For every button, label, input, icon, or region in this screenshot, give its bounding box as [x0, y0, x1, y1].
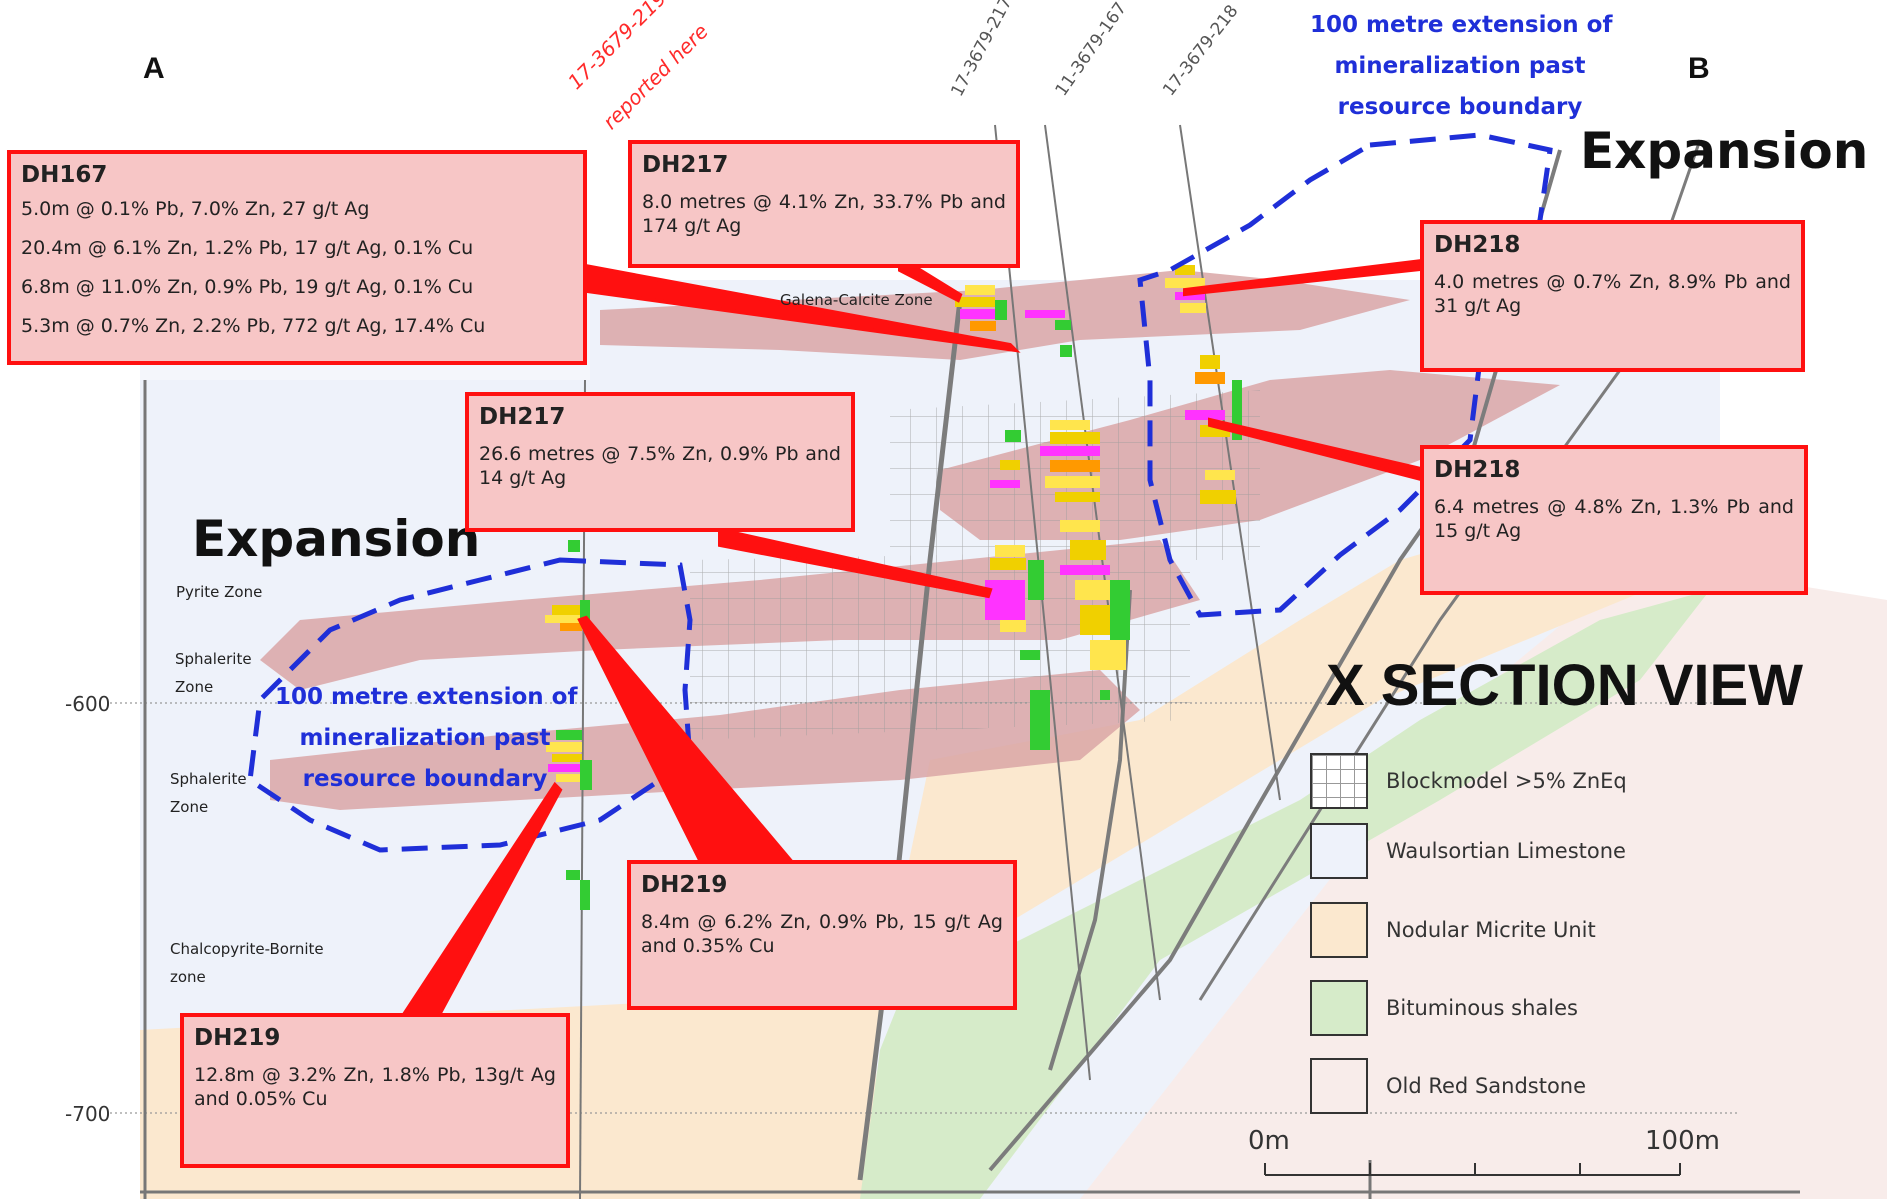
legend-label: Bituminous shales: [1386, 996, 1578, 1020]
section-end-b: B: [1688, 52, 1710, 85]
section-end-a: A: [143, 52, 165, 85]
callout-grade: 26.6 metres @ 7.5% Zn, 0.9% Pb and 14 g/…: [479, 443, 841, 489]
legend-label: Old Red Sandstone: [1386, 1074, 1587, 1098]
extension-note-line-1: 100 metre extension of: [1310, 12, 1613, 38]
extension-note-right: 100 metre extension of mineralization pa…: [1310, 5, 1613, 128]
expansion-label-right: Expansion: [1580, 122, 1869, 180]
callout-hole-id: DH218: [1434, 457, 1521, 483]
fault-line-3: [988, 149, 1562, 1172]
scale-label-start: 0m: [1248, 1126, 1290, 1156]
grade-line-4: 5.3m @ 0.7% Zn, 2.2% Pb, 772 g/t Ag, 17.…: [21, 315, 486, 337]
expansion-outline-right: [1137, 132, 1553, 618]
blockmodel-grid-upper: [890, 390, 1260, 560]
extension-note-left: 100 metre extension of mineralization pa…: [275, 677, 578, 800]
drillhole-217-trace: [994, 124, 1091, 1081]
assay-bars-dh217-main: [985, 430, 1050, 750]
callout-grade: 8.0 metres @ 4.1% Zn, 33.7% Pb and 174 g…: [642, 191, 1006, 237]
legend-label: Nodular Micrite Unit: [1386, 918, 1596, 942]
legend-item-limestone: Waulsortian Limestone: [1310, 823, 1626, 879]
extension-note-line-2: mineralization past: [299, 725, 551, 751]
callout-dh218-lower: DH218 6.4 metres @ 4.8% Zn, 1.3% Pb and …: [1420, 445, 1808, 595]
zone-label-sphalerite-lower: Sphalerite Zone: [170, 770, 247, 816]
zone-label-galena-calcite: Galena-Calcite Zone: [780, 291, 933, 309]
callout-grade: 6.4 metres @ 4.8% Zn, 1.3% Pb and 15 g/t…: [1434, 496, 1794, 542]
micrite-swatch: [1310, 902, 1368, 958]
callout-hole-id: DH219: [194, 1025, 281, 1051]
callout-leaders: [401, 254, 1432, 1015]
callout-hole-id: DH217: [479, 404, 566, 430]
depth-tick-700: -700: [65, 1102, 111, 1126]
bituminous-shale-area: [860, 590, 1710, 1199]
zone-label-sphalerite-upper: Sphalerite Zone: [175, 650, 252, 696]
sandstone-swatch: [1310, 1058, 1368, 1114]
assay-bars-dh218: [1165, 265, 1242, 504]
limestone-swatch: [1310, 823, 1368, 879]
callout-hole-id: DH219: [641, 872, 728, 898]
zone-label-pyrite: Pyrite Zone: [176, 583, 263, 601]
fault-line-2: [1048, 589, 1132, 1071]
grade-line-3: 6.8m @ 11.0% Zn, 0.9% Pb, 19 g/t Ag, 0.1…: [21, 276, 474, 298]
shales-swatch: [1310, 980, 1368, 1036]
legend-label: Blockmodel >5% ZnEq: [1386, 769, 1627, 793]
extension-note-line-3: resource boundary: [302, 766, 548, 792]
legend-item-micrite: Nodular Micrite Unit: [1310, 902, 1596, 958]
blockmodel-swatch: [1310, 753, 1368, 809]
callout-hole-id: DH167: [21, 162, 108, 188]
callout-dh219-upper: DH219 8.4m @ 6.2% Zn, 0.9% Pb, 15 g/t Ag…: [627, 860, 1017, 1010]
extension-note-line-2: mineralization past: [1334, 53, 1586, 79]
scale-label-end: 100m: [1645, 1126, 1720, 1156]
callout-dh218-upper: DH218 4.0 metres @ 0.7% Zn, 8.9% Pb and …: [1420, 220, 1805, 372]
legend-item-shales: Bituminous shales: [1310, 980, 1578, 1036]
legend-item-blockmodel: Blockmodel >5% ZnEq: [1310, 753, 1627, 809]
grade-line-1: 5.0m @ 0.1% Pb, 7.0% Zn, 27 g/t Ag: [21, 198, 370, 220]
grade-line-2: 20.4m @ 6.1% Zn, 1.2% Pb, 17 g/t Ag, 0.1…: [21, 237, 474, 259]
callout-grade: 12.8m @ 3.2% Zn, 1.8% Pb, 13g/t Ag and 0…: [194, 1064, 556, 1110]
assay-bars-dh167: [1040, 320, 1130, 700]
old-red-sandstone-area: [1080, 560, 1887, 1199]
extension-note-line-1: 100 metre extension of: [275, 684, 578, 710]
depth-tick-600: -600: [65, 692, 111, 716]
assay-bars-dh217-upper: [955, 285, 1065, 331]
fault-line-1: [857, 299, 963, 1181]
drillhole-218-trace: [1179, 124, 1281, 801]
section-view-title: X SECTION VIEW: [1326, 653, 1803, 718]
blockmodel-grid-lower: [690, 550, 1190, 740]
callout-dh217-main: DH217 26.6 metres @ 7.5% Zn, 0.9% Pb and…: [465, 392, 855, 532]
drillhole-167-trace: [1044, 124, 1161, 1001]
expansion-outline-left: [247, 557, 693, 853]
scale-bar: [1264, 1163, 1681, 1176]
legend-item-sandstone: Old Red Sandstone: [1310, 1058, 1586, 1114]
callout-hole-id: DH218: [1434, 232, 1521, 258]
legend-label: Waulsortian Limestone: [1386, 839, 1626, 863]
extension-note-line-3: resource boundary: [1337, 94, 1583, 120]
assay-bars-dh219: [545, 540, 592, 910]
callout-grade: 4.0 metres @ 0.7% Zn, 8.9% Pb and 31 g/t…: [1434, 271, 1791, 317]
callout-dh219-lower: DH219 12.8m @ 3.2% Zn, 1.8% Pb, 13g/t Ag…: [180, 1013, 570, 1168]
expansion-label-left: Expansion: [192, 510, 481, 568]
callout-hole-id: DH217: [642, 152, 729, 178]
callout-grade: 8.4m @ 6.2% Zn, 0.9% Pb, 15 g/t Ag and 0…: [641, 911, 1003, 957]
zone-label-chalcopyrite-bornite: Chalcopyrite-Bornite zone: [170, 940, 324, 986]
callout-dh217-upper: DH217 8.0 metres @ 4.1% Zn, 33.7% Pb and…: [628, 140, 1020, 268]
callout-dh167: DH167 5.0m @ 0.1% Pb, 7.0% Zn, 27 g/t Ag…: [7, 150, 587, 365]
